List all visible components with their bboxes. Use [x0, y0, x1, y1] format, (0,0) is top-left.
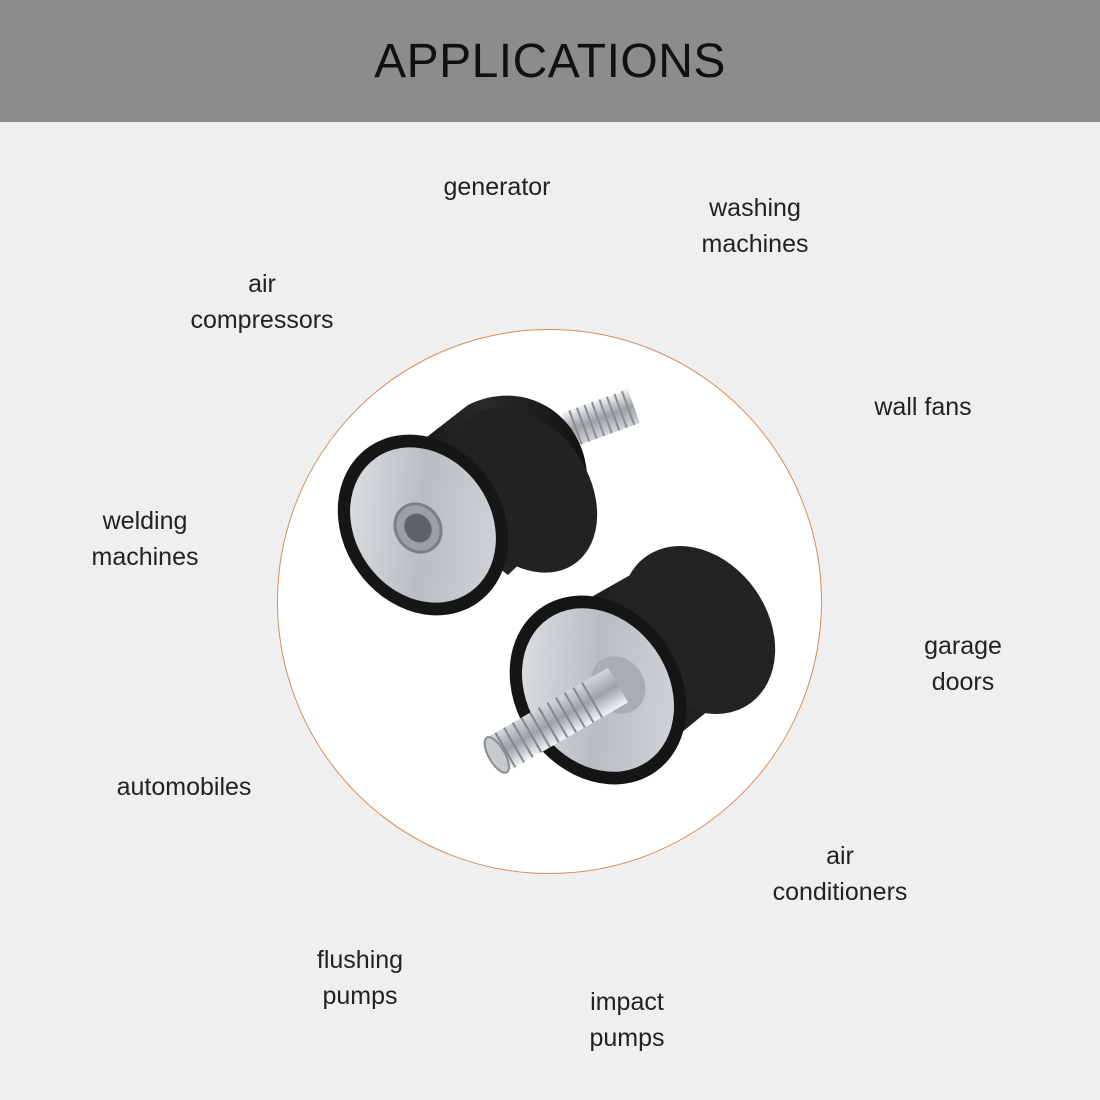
application-wall-fans: wall fans — [874, 393, 972, 421]
application-air-compressors: air compressors — [190, 270, 334, 334]
page-title: APPLICATIONS — [374, 34, 726, 88]
application-automobiles: automobiles — [116, 773, 252, 801]
application-impact-pumps: impact pumps — [589, 988, 665, 1052]
application-welding-machines: welding machines — [91, 507, 199, 571]
product-image-circle — [277, 329, 822, 874]
application-flushing-pumps: flushing pumps — [316, 946, 404, 1010]
mount-male-thread — [483, 546, 776, 785]
application-generator: generator — [443, 173, 551, 201]
mount-female-thread — [337, 389, 640, 616]
application-washing-machines: washing machines — [701, 194, 809, 258]
header-bar: APPLICATIONS — [0, 0, 1100, 122]
application-garage-doors: garage doors — [924, 632, 1002, 696]
application-air-conditioners: air conditioners — [772, 842, 908, 906]
rubber-anti-vibration-mounts-image — [337, 389, 776, 785]
